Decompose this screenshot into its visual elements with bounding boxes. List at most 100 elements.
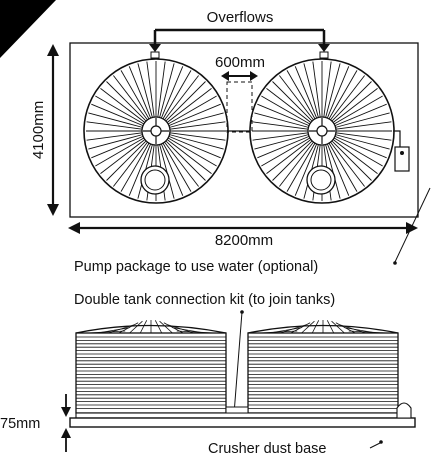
rib-line [333, 137, 383, 167]
pump-leader [394, 187, 431, 263]
pump-label: Pump package to use water (optional) [74, 259, 318, 275]
rib-line [335, 112, 390, 128]
tank-left-plan [83, 58, 229, 204]
rib-line [157, 61, 166, 118]
rib-line [160, 143, 184, 196]
rib-line [97, 327, 130, 334]
rib-line [162, 70, 192, 120]
tank-left-corrugations [76, 336, 226, 409]
rib-line [254, 112, 309, 128]
rib-line [165, 140, 206, 181]
rib-line [169, 112, 224, 128]
rib-line [128, 66, 152, 119]
connecting-pipe-elevation [225, 406, 249, 414]
rib-line [332, 88, 378, 123]
rib-line [334, 103, 387, 127]
base-depth-arrow-top [61, 407, 71, 417]
rib-line [279, 75, 314, 121]
gap-label: 600mm [215, 54, 265, 71]
rib-line [332, 139, 378, 174]
rib-line [129, 320, 143, 334]
rib-line [95, 137, 145, 167]
rib-line [331, 140, 372, 181]
base-leader [369, 442, 381, 449]
rib-line [164, 75, 199, 121]
tank-plinths [75, 412, 399, 419]
rib-line [330, 75, 365, 121]
rib-line [88, 112, 143, 128]
rib-line [86, 121, 143, 130]
rib-line [334, 135, 387, 159]
pump-elevation [396, 402, 412, 419]
base-label: Crusher dust base [208, 441, 326, 457]
rib-line [325, 63, 341, 118]
rib-line [159, 320, 173, 334]
tank-right-elevation [247, 320, 399, 414]
rib-line [118, 322, 139, 334]
rib-line [169, 121, 226, 130]
rib-line [167, 95, 217, 125]
tank-right-plan [249, 58, 395, 204]
rib-line [252, 132, 309, 141]
crusher-dust-base [69, 417, 416, 428]
rib-line [294, 66, 318, 119]
rib-line [154, 320, 163, 334]
rib-line [269, 327, 302, 334]
rib-line [326, 66, 350, 119]
rib-line [326, 143, 350, 196]
rib-line [279, 141, 314, 187]
rib-line [166, 139, 212, 174]
overflow-arrow-right [318, 44, 330, 52]
rib-line [164, 141, 199, 187]
rib-line [106, 140, 147, 181]
rib-line [128, 143, 152, 196]
connection-kit-label: Double tank connection kit (to join tank… [74, 292, 335, 308]
rib-line [100, 139, 146, 174]
rib-line [160, 66, 184, 119]
rib-line [286, 70, 316, 120]
corner-tag [0, 0, 56, 58]
rib-line [261, 95, 311, 125]
overflow-bracket [153, 28, 326, 49]
rib-line [162, 142, 192, 192]
height-arrow-top [47, 44, 59, 56]
height-arrow-bottom [47, 204, 59, 216]
rib-line [328, 142, 358, 192]
rib-line [167, 137, 217, 167]
rib-line [91, 135, 144, 159]
rib-line [335, 121, 392, 130]
rib-line [159, 63, 175, 118]
rib-line [257, 135, 310, 159]
rib-line [100, 88, 146, 123]
width-label: 8200mm [215, 232, 273, 249]
tank-right-body [247, 332, 399, 414]
rib-line [266, 88, 312, 123]
rib-line [95, 95, 145, 125]
overflow-arrow-left [149, 44, 161, 52]
rib-line [168, 135, 221, 159]
rib-line [113, 141, 148, 187]
rib-line [261, 137, 311, 167]
width-arrow-left [68, 222, 80, 234]
connection-kit-leader [233, 311, 243, 415]
tank-left-body [75, 332, 227, 414]
gap-arrow-right [250, 71, 258, 81]
rib-line [311, 320, 320, 334]
rib-line [254, 134, 309, 150]
tank-right-corrugations [248, 336, 398, 409]
width-arrow-right [406, 222, 418, 234]
rib-line [294, 143, 318, 196]
rib-line [120, 142, 150, 192]
rib-line [331, 81, 372, 122]
tank-left-elevation [75, 320, 227, 414]
rib-line [303, 63, 319, 118]
rib-line [168, 103, 221, 127]
rib-line [326, 320, 335, 334]
rib-line [272, 140, 313, 181]
rib-line [165, 81, 206, 122]
base-depth-arrow-bottom [61, 428, 71, 438]
rib-line [290, 322, 311, 334]
rib-line [108, 324, 134, 334]
rib-line [146, 61, 155, 118]
